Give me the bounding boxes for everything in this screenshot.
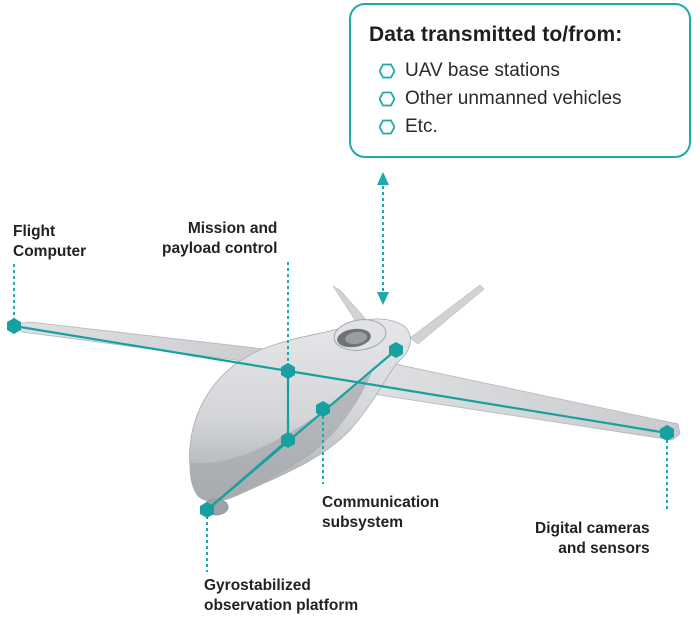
label-communication: Communication subsystem: [322, 493, 439, 533]
label-line: Flight: [13, 223, 56, 240]
label-line: Mission and: [187, 220, 278, 237]
hexagon-bullet-icon: [379, 63, 395, 79]
callout-list: UAV base stations Other unmanned vehicle…: [369, 57, 689, 141]
arrow-up-icon: [377, 172, 389, 185]
node-cameras: [660, 425, 674, 441]
node-datalink: [389, 342, 403, 358]
label-line: payload control: [162, 240, 278, 257]
list-item: Etc.: [369, 113, 689, 141]
tail-fin-right: [409, 284, 485, 345]
label-line: subsystem: [322, 514, 403, 531]
node-flight-computer: [7, 318, 21, 334]
callout-title: Data transmitted to/from:: [369, 23, 623, 46]
node-processing: [281, 432, 295, 448]
list-item: UAV base stations: [369, 57, 689, 85]
node-communication: [316, 401, 330, 417]
label-mission-payload: Mission and payload control: [162, 219, 277, 259]
callout-item-text: Etc.: [405, 116, 438, 137]
fuselage-underside: [190, 372, 372, 502]
label-line: Computer: [13, 243, 87, 260]
engine-intake-inner: [345, 331, 367, 345]
label-line: and sensors: [558, 540, 650, 557]
data-transmission-callout: Data transmitted to/from: UAV base stati…: [349, 3, 691, 158]
hexagon-bullet-icon: [379, 91, 395, 107]
callout-item-text: Other unmanned vehicles: [405, 88, 622, 109]
label-gyro: Gyrostabilized observation platform: [204, 576, 358, 616]
label-cameras: Digital cameras and sensors: [535, 519, 650, 559]
label-line: Digital cameras: [535, 520, 650, 537]
arrow-down-icon: [377, 292, 389, 305]
label-line: Communication: [322, 494, 440, 511]
callout-item-text: UAV base stations: [405, 60, 560, 81]
link-gyro-payload: [205, 438, 290, 512]
hexagon-bullet-icon: [379, 119, 395, 135]
node-gyro: [200, 502, 214, 518]
link-wing-span: [12, 324, 669, 435]
node-mission-payload: [281, 363, 295, 379]
label-flight-computer: Flight Computer: [13, 222, 86, 262]
label-line: observation platform: [204, 597, 359, 614]
label-line: Gyrostabilized: [204, 577, 311, 594]
list-item: Other unmanned vehicles: [369, 85, 689, 113]
